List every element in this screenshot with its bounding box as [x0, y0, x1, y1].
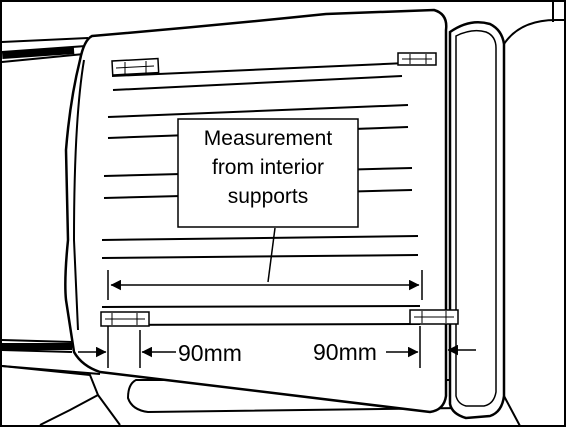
support-clip-bottom-right — [409, 309, 459, 325]
left-dimension-label: 90mm — [178, 340, 242, 366]
support-clip-bottom-left — [100, 311, 150, 327]
right-bottom-edge — [503, 395, 521, 427]
left-base-strip-lower — [2, 343, 72, 350]
base-foot — [39, 394, 99, 426]
support-clip-top-right — [397, 52, 437, 66]
callout-leader — [267, 227, 276, 283]
callout-text-line-1: Measurement — [204, 127, 333, 150]
left-base-rails — [1, 37, 101, 375]
callout-text-line-3: supports — [228, 185, 309, 208]
right-top-edge — [503, 19, 566, 45]
lid-bevel — [72, 59, 85, 331]
callout-text-line-2: from interior — [212, 156, 324, 179]
callout-box — [177, 118, 359, 228]
left-base-strip — [2, 46, 75, 59]
right-dimension-label: 90mm — [313, 339, 377, 365]
support-clip-top-left — [111, 57, 160, 76]
right-side-inner — [455, 29, 497, 407]
base-body-edge — [1, 365, 121, 426]
